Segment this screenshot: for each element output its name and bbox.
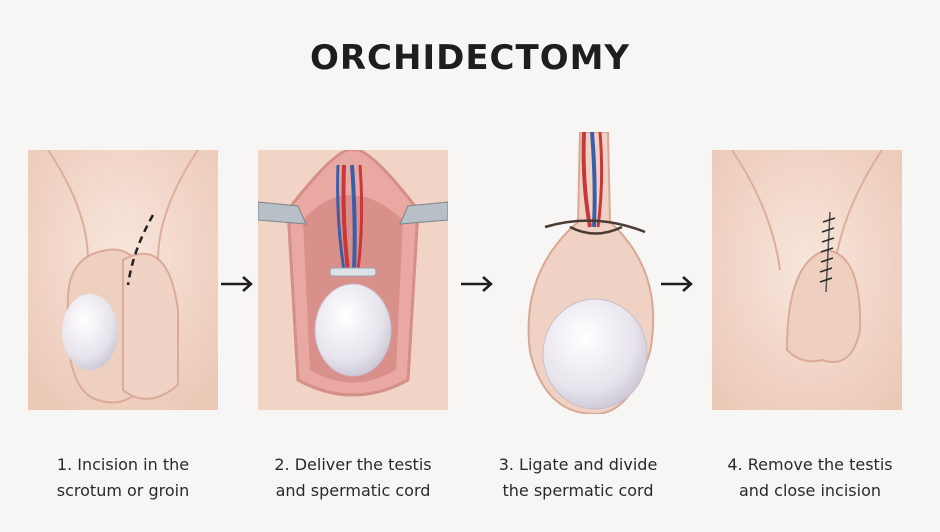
artery	[581, 132, 592, 228]
ligature-knot	[569, 225, 623, 235]
groin-crease-right	[157, 150, 199, 261]
retractor-right	[399, 201, 448, 225]
step-1-line-2: scrotum or groin	[56, 481, 190, 500]
step-2-illustration	[258, 150, 448, 410]
step-4-illustration	[712, 150, 902, 410]
incision-line	[126, 214, 155, 286]
testis	[62, 294, 118, 370]
step-1-svg	[28, 150, 218, 410]
step-3-caption: 3. Ligate and divide the spermatic cord	[468, 452, 688, 504]
testis	[542, 298, 648, 410]
step-1-caption: 1. Incision in the scrotum or groin	[13, 452, 233, 504]
vein	[590, 132, 597, 228]
step-2-caption: 2. Deliver the testis and spermatic cord	[243, 452, 463, 504]
artery-2	[596, 132, 604, 228]
step-4-line-1: 4. Remove the testis	[727, 455, 893, 474]
scrotum	[785, 248, 862, 363]
arrow-2-icon	[458, 274, 496, 294]
step-4-svg	[712, 150, 902, 410]
vein-2	[336, 164, 346, 271]
retractor-left	[258, 201, 307, 225]
ligature-thread	[544, 219, 646, 234]
scrotum-right	[122, 252, 179, 400]
step-3-line-2: the spermatic cord	[502, 481, 654, 500]
sutures	[819, 217, 836, 283]
groin-crease-left	[731, 150, 781, 271]
artery	[341, 164, 350, 271]
step-3-line-1: 3. Ligate and divide	[498, 455, 658, 474]
step-1-line-1: 1. Incision in the	[56, 455, 190, 474]
groin-crease-left	[47, 150, 89, 261]
diagram-title: ORCHIDECTOMY	[309, 38, 631, 78]
testis	[314, 283, 392, 377]
vein	[350, 164, 357, 271]
step-2-svg	[258, 150, 448, 410]
step-4-line-2: and close incision	[738, 481, 882, 500]
step-3-illustration	[500, 132, 690, 414]
step-3-svg	[527, 132, 655, 414]
artery-2	[356, 164, 364, 271]
step-2-line-2: and spermatic cord	[275, 481, 431, 500]
arrow-3-icon	[658, 274, 696, 294]
step-4-caption: 4. Remove the testis and close incision	[700, 452, 920, 504]
incision-line	[825, 211, 831, 293]
arrow-1-icon	[218, 274, 256, 294]
step-2-line-1: 2. Deliver the testis	[274, 455, 432, 474]
cord-clamp	[329, 267, 377, 277]
step-1-illustration	[28, 150, 218, 410]
